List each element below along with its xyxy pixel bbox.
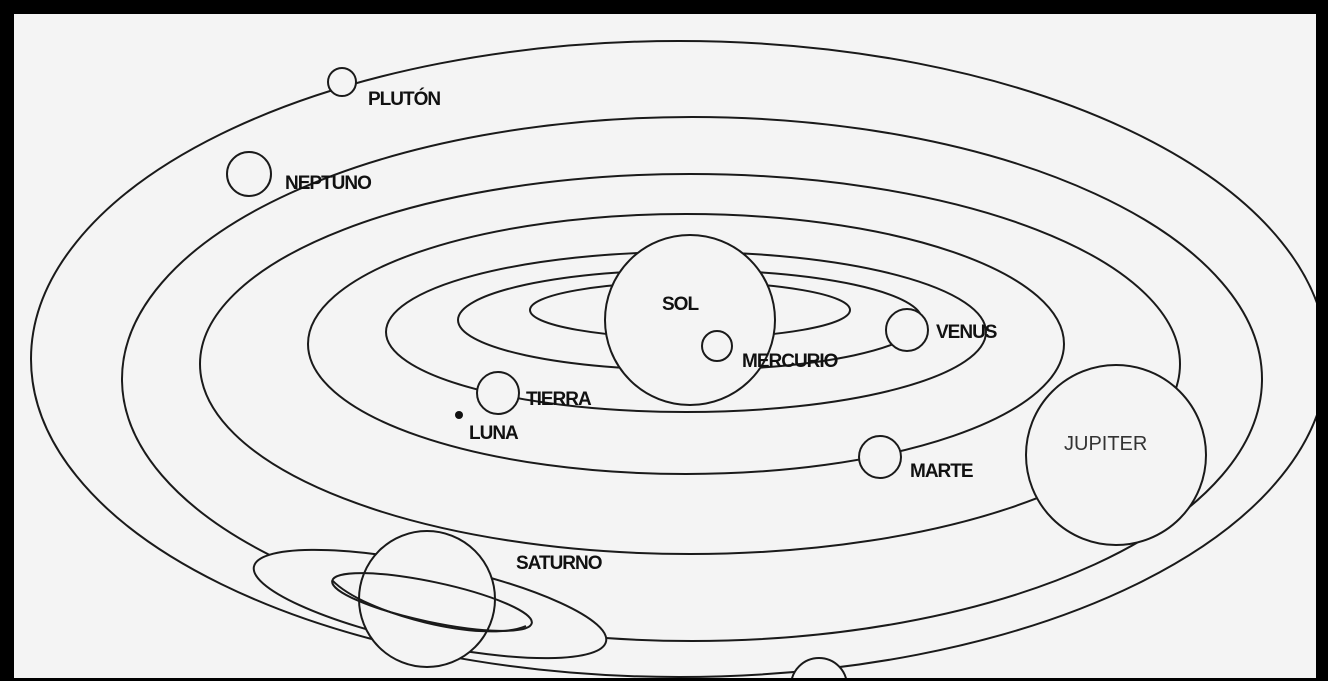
mercurio-label: MERCURIO	[742, 351, 838, 372]
solar-system-canvas: SOL MERCURIO VENUS TIERRA LUNA MARTE JUP…	[14, 14, 1316, 678]
venus-body	[886, 309, 928, 351]
neptuno-label: NEPTUNO	[285, 173, 371, 194]
pluton-body	[328, 68, 356, 96]
neptuno-body	[227, 152, 271, 196]
marte-body	[859, 436, 901, 478]
tierra-body	[477, 372, 519, 414]
saturno-body	[359, 531, 495, 667]
luna-body	[455, 411, 463, 419]
saturno-label: SATURNO	[516, 553, 602, 574]
sol-label: SOL	[662, 294, 699, 315]
sol-body	[605, 235, 775, 405]
tierra-label: TIERRA	[526, 389, 592, 410]
mercurio-body	[702, 331, 732, 361]
solar-system-diagram: SOL MERCURIO VENUS TIERRA LUNA MARTE JUP…	[14, 14, 1316, 678]
venus-label: VENUS	[936, 322, 997, 343]
jupiter-body	[1026, 365, 1206, 545]
marte-label: MARTE	[910, 461, 973, 482]
jupiter-label: JUPITER	[1064, 433, 1147, 455]
luna-label: LUNA	[469, 423, 519, 444]
partial-body-bottom	[791, 658, 847, 678]
pluton-label: PLUTÓN	[368, 88, 440, 110]
